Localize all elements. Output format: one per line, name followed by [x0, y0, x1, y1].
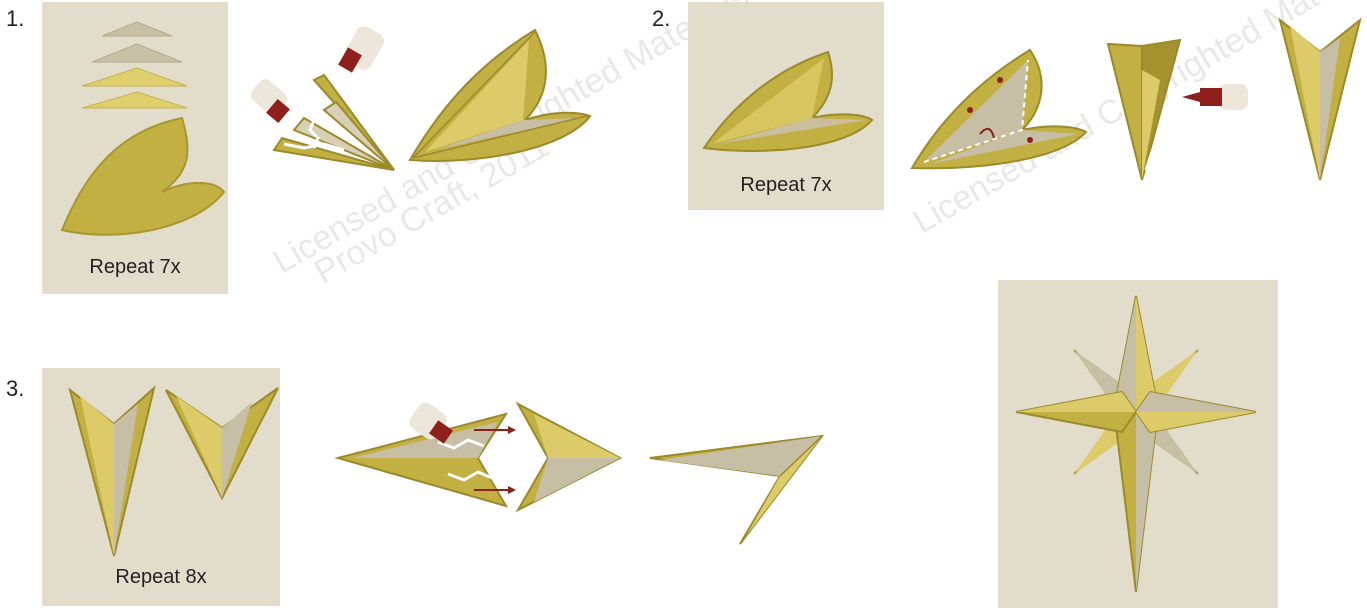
- step-1-gluing-illustration: [244, 20, 424, 220]
- step-2-caption: Repeat 7x: [688, 174, 884, 197]
- step-1-paper-strips: [42, 2, 228, 294]
- step-1-number: 1.: [6, 6, 24, 32]
- final-star-panel: [998, 280, 1278, 608]
- step-3-number: 3.: [6, 376, 24, 402]
- step-1-panel: Repeat 7x: [42, 2, 228, 294]
- step-3-caption: Repeat 8x: [42, 566, 280, 589]
- glue-bottle-icon: [338, 23, 387, 73]
- step-1-caption: Repeat 7x: [42, 256, 228, 279]
- step-3-panel: Repeat 8x: [42, 368, 280, 606]
- step-1-finished-leaf: [405, 20, 595, 170]
- step-3-joining-points: [338, 402, 628, 512]
- step-2-finished-point: [1280, 12, 1360, 182]
- step-2-folding-leaf: [910, 40, 1090, 170]
- glue-bottle-icon: [406, 400, 453, 444]
- step-2-panel: Repeat 7x: [688, 2, 884, 210]
- step-3-joined-pair: [650, 436, 830, 546]
- step-2-folded-point-with-glue: [1100, 30, 1250, 180]
- final-star: [998, 280, 1278, 608]
- glue-bottle-icon: [1182, 84, 1248, 110]
- step-2-number: 2.: [652, 6, 670, 32]
- glue-bottle-icon: [248, 76, 291, 123]
